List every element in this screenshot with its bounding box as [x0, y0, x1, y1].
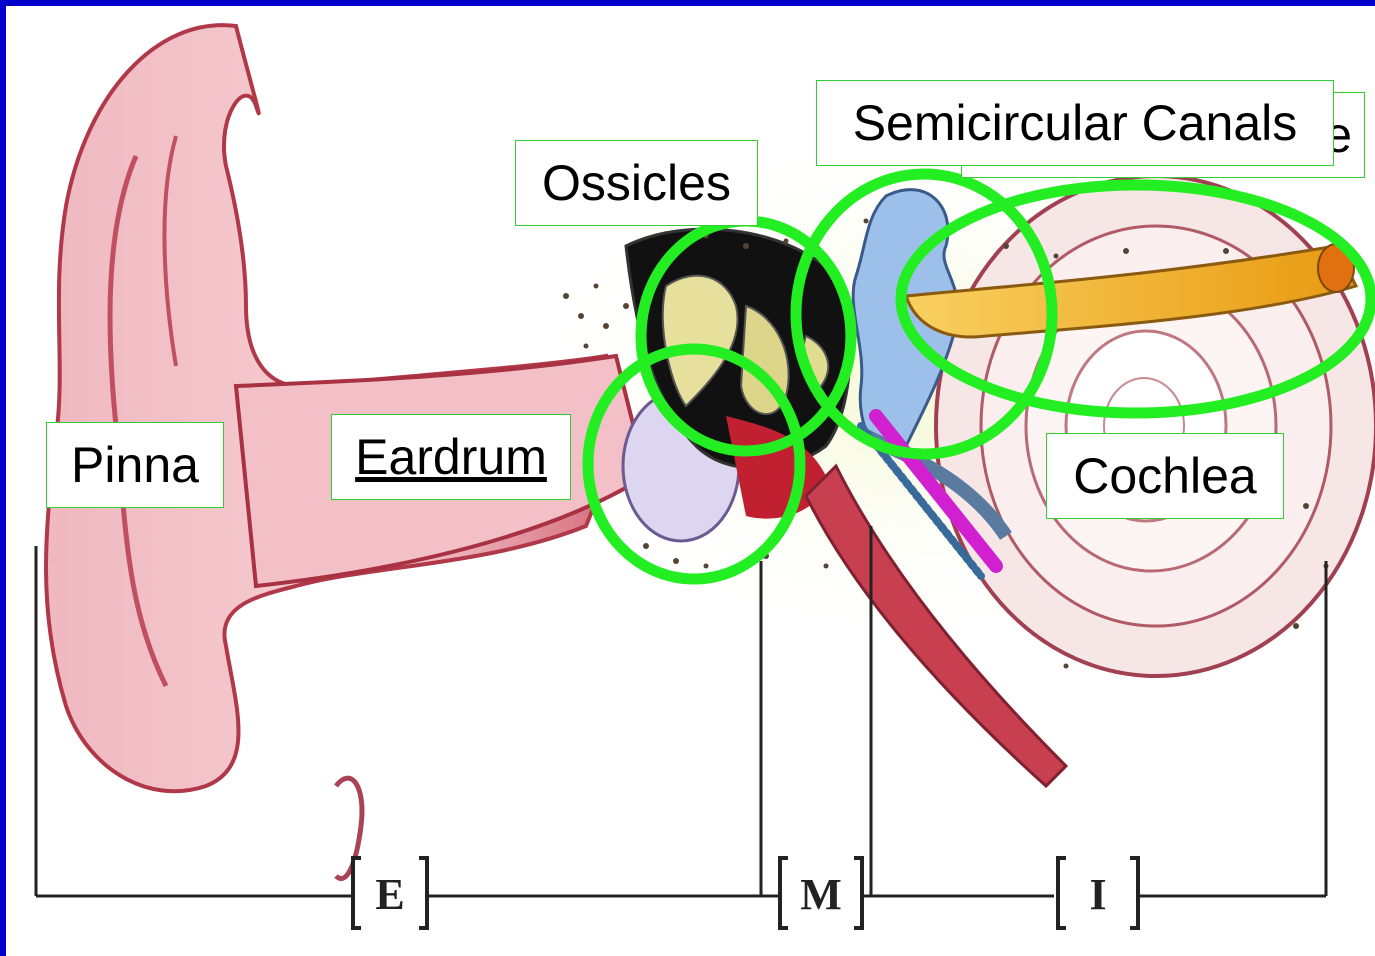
section-label-outer: E	[375, 870, 404, 919]
label-cochlea-text: Cochlea	[1073, 451, 1256, 501]
label-cochlea: Cochlea	[1046, 433, 1284, 519]
section-marker-middle: M	[778, 856, 864, 931]
label-semicircular-canals-text: Semicircular Canals	[853, 98, 1298, 148]
label-semicircular-canals: Semicircular Canals	[816, 80, 1334, 166]
label-pinna: Pinna	[46, 422, 224, 508]
label-ossicles: Ossicles	[515, 140, 758, 226]
section-label-middle: M	[800, 870, 842, 919]
label-eardrum: Eardrum	[331, 414, 571, 500]
label-ossicles-text: Ossicles	[542, 158, 731, 208]
section-label-inner: I	[1089, 870, 1106, 919]
label-pinna-text: Pinna	[71, 440, 199, 490]
label-eardrum-text: Eardrum	[355, 432, 547, 482]
section-marker-outer: E	[351, 856, 429, 931]
slide: E M I e Semicircular Canals Ossicles	[6, 6, 1375, 956]
section-marker-inner: I	[1054, 856, 1140, 931]
